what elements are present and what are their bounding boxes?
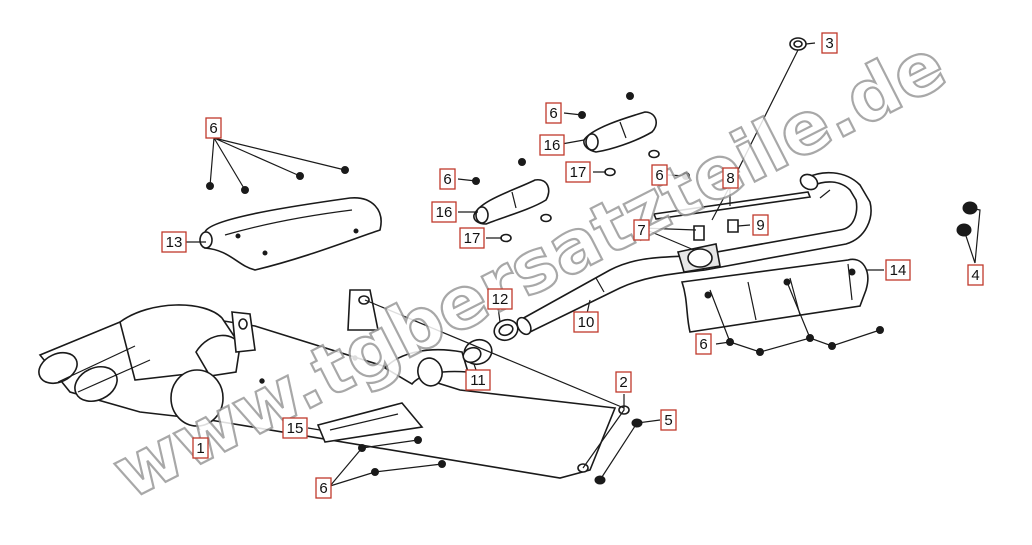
callout-c8: 8 <box>722 167 739 189</box>
callout-label: 16 <box>436 204 453 221</box>
callout-c15: 15 <box>282 417 308 439</box>
callout-c17b: 17 <box>459 227 485 249</box>
callout-label: 14 <box>890 262 907 279</box>
callout-c1: 1 <box>192 437 209 459</box>
muffler-assembly <box>38 289 617 479</box>
gasket-part-3 <box>789 37 807 51</box>
callout-c7: 7 <box>633 219 650 241</box>
callout-c2: 2 <box>615 371 632 393</box>
callout-c17a: 17 <box>565 161 591 183</box>
callout-label: 10 <box>578 314 595 331</box>
bracket-part-7 <box>676 243 721 273</box>
callout-c16b: 16 <box>431 201 457 223</box>
callout-c6d: 6 <box>651 164 668 186</box>
callout-label: 8 <box>726 170 734 187</box>
callout-c4: 4 <box>967 264 984 286</box>
heat-shield-part-15 <box>316 402 424 443</box>
heat-shield-part-16-lower <box>473 179 550 225</box>
callout-label: 16 <box>544 137 561 154</box>
callout-c6c: 6 <box>439 168 456 190</box>
callout-label: 6 <box>549 105 557 122</box>
bolts-part-6 <box>206 92 884 476</box>
callout-label: 1 <box>196 440 204 457</box>
callout-label: 9 <box>756 217 764 234</box>
leader-lines <box>186 42 981 487</box>
callout-c6a: 6 <box>205 117 222 139</box>
callout-label: 13 <box>166 234 183 251</box>
callout-label: 2 <box>619 374 627 391</box>
callout-c3: 3 <box>821 32 838 54</box>
callout-c6e: 6 <box>695 333 712 355</box>
elbow-pipe <box>383 348 470 387</box>
callout-c12: 12 <box>487 288 513 310</box>
callout-label: 15 <box>287 420 304 437</box>
spacers-part-17 <box>500 149 660 243</box>
callout-c10: 10 <box>573 311 599 333</box>
callout-label: 7 <box>637 222 645 239</box>
callout-label: 3 <box>825 35 833 52</box>
heat-shield-part-13 <box>199 197 382 271</box>
callout-label: 6 <box>209 120 217 137</box>
flange-part-8 <box>652 191 812 220</box>
callout-label: 6 <box>443 171 451 188</box>
callout-c14: 14 <box>885 259 911 281</box>
callout-c16a: 16 <box>539 134 565 156</box>
callout-label: 5 <box>664 412 672 429</box>
callout-label: 6 <box>699 336 707 353</box>
heat-shield-part-16-upper <box>583 111 657 153</box>
callout-c13: 13 <box>161 231 187 253</box>
sleeve-part-11 <box>462 338 493 366</box>
callout-label: 4 <box>971 267 979 284</box>
callout-label: 11 <box>470 372 486 389</box>
callout-c11: 11 <box>465 369 491 391</box>
callout-c6b: 6 <box>545 102 562 124</box>
callout-label: 17 <box>464 230 481 247</box>
callout-c6f: 6 <box>315 477 332 499</box>
callout-c9: 9 <box>752 214 769 236</box>
stud-part-9 <box>693 219 739 241</box>
callout-label: 17 <box>570 164 587 181</box>
callout-label: 12 <box>492 291 509 308</box>
callout-label: 6 <box>319 480 327 497</box>
callout-label: 6 <box>655 167 663 184</box>
nuts-part-4 <box>956 201 978 237</box>
heat-shield-part-14 <box>680 258 869 333</box>
callout-c5: 5 <box>660 409 677 431</box>
gasket-part-12 <box>493 318 519 342</box>
